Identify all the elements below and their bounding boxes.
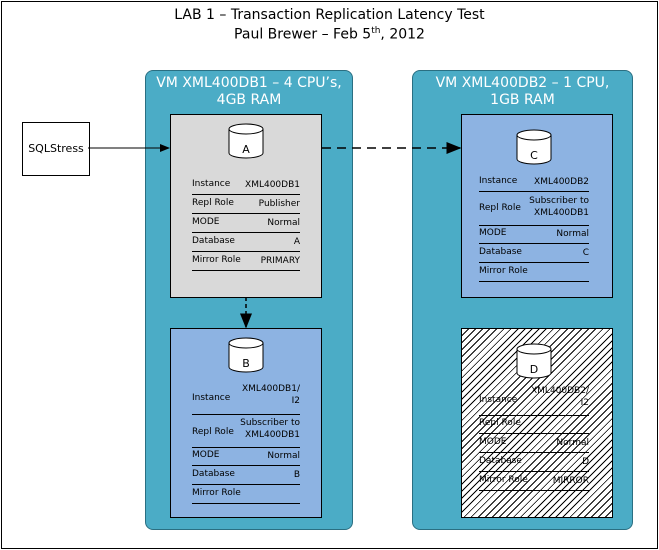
sqlstress-box: SQLStress bbox=[22, 122, 90, 176]
server-b-db-label: B bbox=[242, 357, 250, 370]
database-cylinder-icon bbox=[516, 129, 552, 165]
server-d-row-repl-role: Repl Role bbox=[479, 418, 589, 434]
server-a-db-label: A bbox=[242, 143, 250, 156]
diagram-title: LAB 1 – Transaction Replication Latency … bbox=[174, 7, 485, 23]
diagram-subtitle: Paul Brewer – Feb 5th, 2012 bbox=[234, 26, 425, 43]
server-c-row-mirror-role: Mirror Role bbox=[479, 266, 589, 282]
database-cylinder-icon bbox=[516, 343, 552, 379]
database-cylinder-icon bbox=[228, 123, 264, 159]
server-b-row-mirror-role: Mirror Role bbox=[192, 488, 300, 504]
vm-xml400db1-title: VM XML400DB1 – 4 CPU’s, 4GB RAM bbox=[156, 75, 342, 108]
database-cylinder-icon bbox=[228, 337, 264, 373]
server-d-db-label: D bbox=[529, 363, 539, 376]
server-c-db-label: C bbox=[530, 149, 538, 162]
vm-xml400db2-title: VM XML400DB2 – 1 CPU, 1GB RAM bbox=[435, 75, 610, 108]
